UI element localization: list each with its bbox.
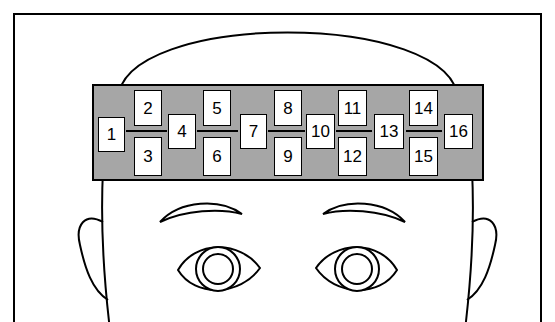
right-ear	[467, 219, 496, 300]
channel-box: 15	[409, 137, 438, 176]
left-eye	[178, 247, 260, 290]
channel-number: 9	[283, 148, 292, 165]
channel-box: 1	[98, 117, 125, 152]
left-iris	[196, 247, 240, 291]
channel-box: 5	[203, 90, 231, 126]
channel-box: 2	[134, 90, 162, 126]
channel-box: 16	[444, 114, 473, 149]
channel-number: 3	[143, 148, 152, 165]
channel-number: 16	[449, 123, 468, 140]
channel-number: 15	[414, 148, 433, 165]
channel-number: 5	[212, 100, 221, 117]
right-eyebrow	[323, 204, 405, 222]
frame	[14, 14, 541, 322]
channel-number: 1	[107, 126, 116, 143]
channel-box: 8	[274, 90, 302, 126]
channel-number: 6	[212, 148, 221, 165]
channel-box: 6	[203, 137, 231, 176]
channel-box: 4	[168, 114, 196, 149]
channel-number: 13	[380, 123, 399, 140]
channel-box: 9	[274, 137, 302, 176]
holder-bar	[126, 130, 167, 132]
left-ear	[79, 219, 108, 300]
channel-box: 11	[338, 90, 367, 126]
right-iris	[335, 247, 379, 291]
channel-box: 12	[338, 137, 367, 176]
holder-bar	[406, 130, 442, 132]
holder-bar	[336, 130, 372, 132]
channel-number: 2	[143, 100, 152, 117]
channel-number: 12	[343, 148, 362, 165]
channel-number: 10	[311, 123, 330, 140]
holder-bar	[268, 130, 305, 132]
holder-bar	[197, 130, 238, 132]
channel-number: 14	[414, 100, 433, 117]
channel-number: 7	[249, 123, 258, 140]
channel-number: 8	[283, 100, 292, 117]
channel-box: 3	[134, 137, 162, 176]
channel-box: 14	[409, 90, 438, 126]
left-eyebrow	[160, 204, 242, 222]
right-pupil	[342, 254, 372, 284]
channel-number: 4	[177, 123, 186, 140]
channel-box: 10	[306, 114, 335, 149]
left-pupil	[203, 254, 233, 284]
channel-number: 11	[344, 100, 362, 117]
channel-box: 13	[374, 114, 404, 149]
probe-band	[93, 85, 483, 180]
channel-box: 7	[240, 114, 267, 149]
right-eye	[316, 247, 397, 290]
